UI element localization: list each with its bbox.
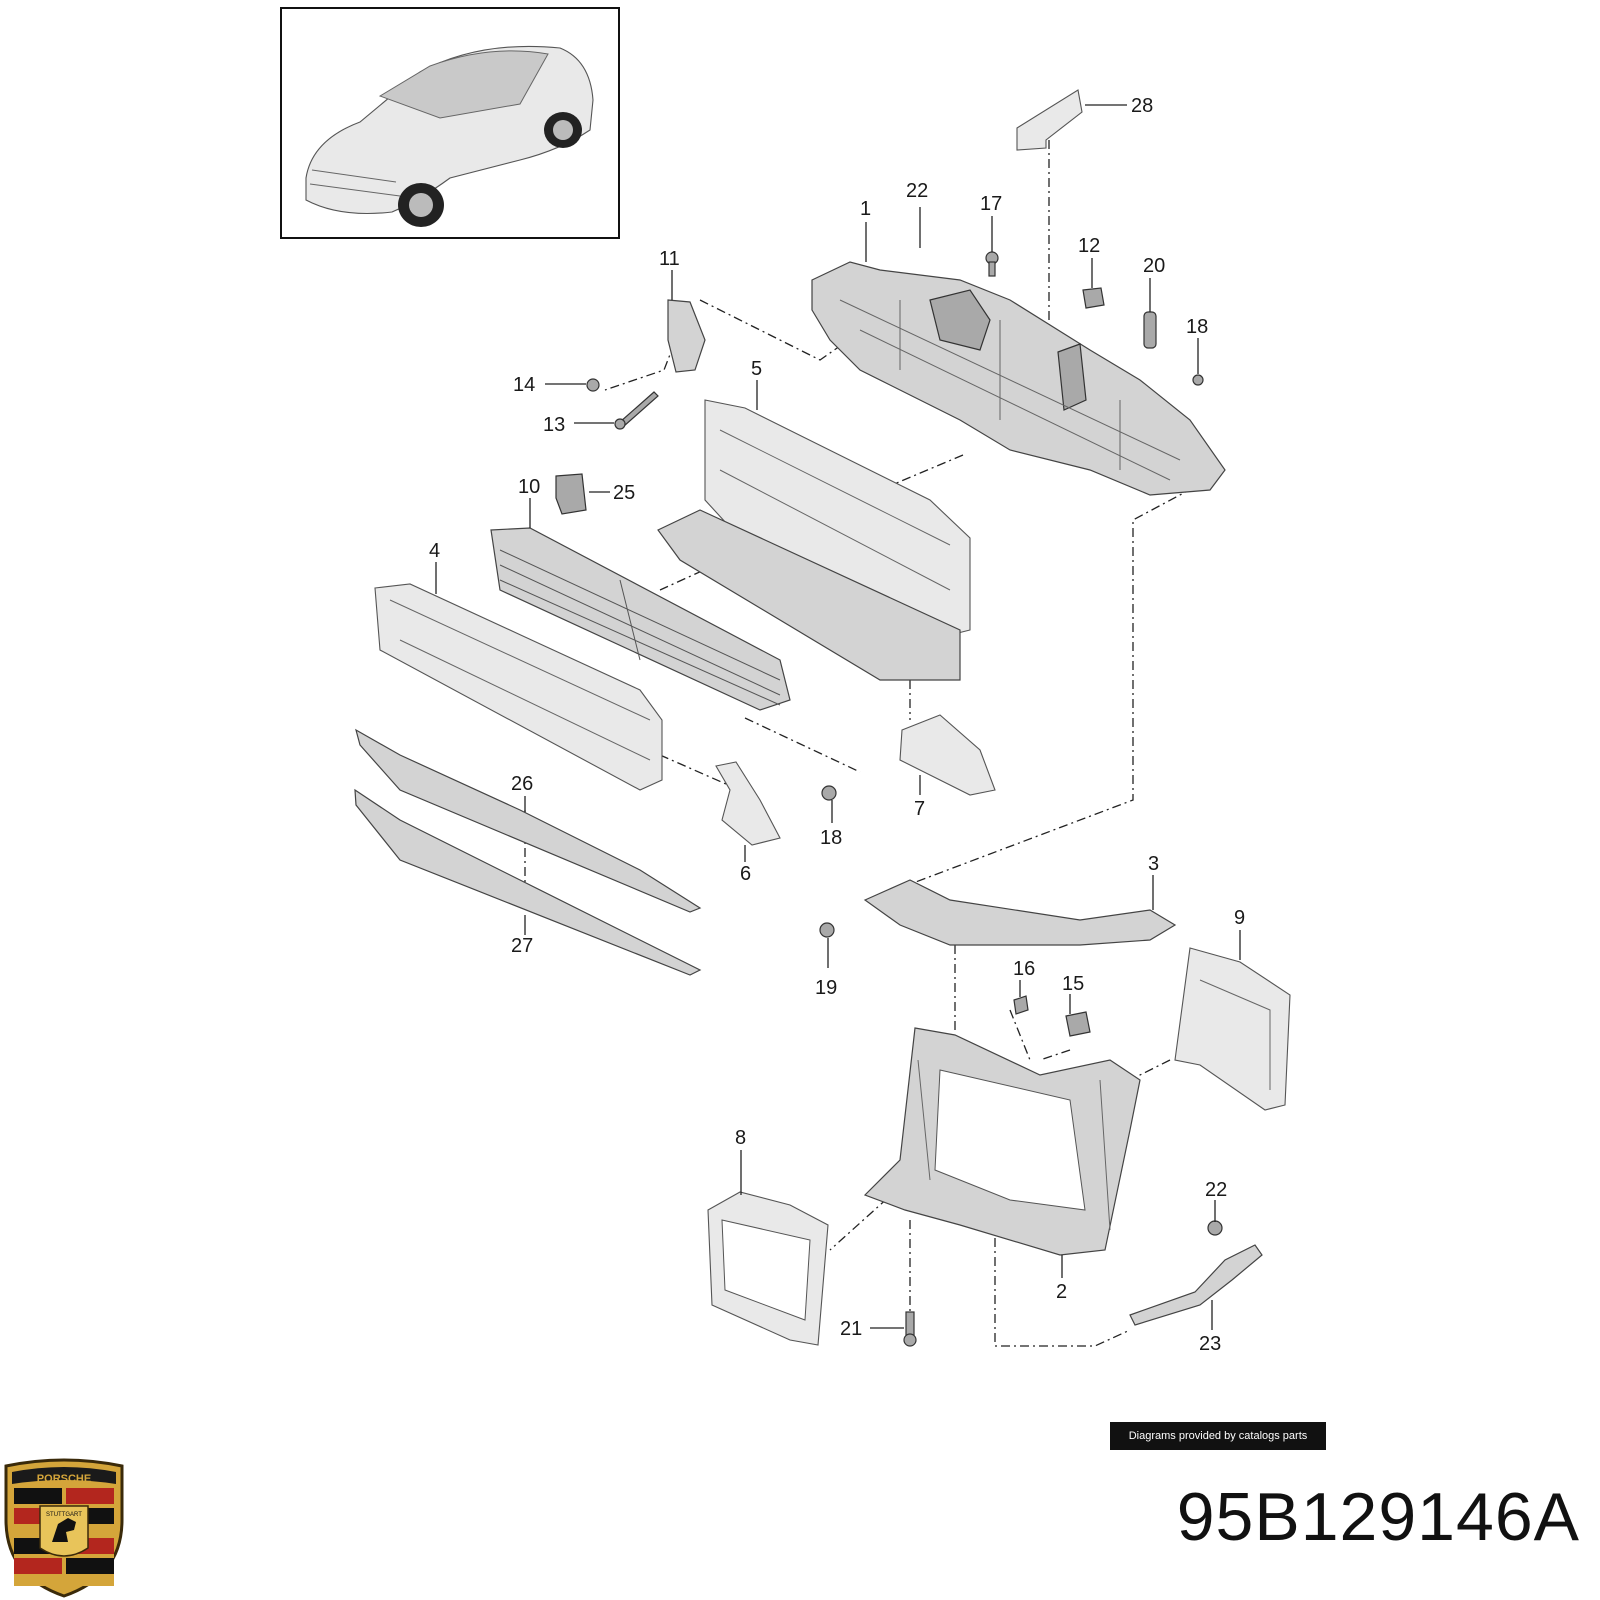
callout-20: 20 [1143,255,1165,277]
part-2-lock-carrier [863,1027,1141,1256]
part-3-bracket [863,879,1177,946]
leader-lines [435,104,1241,1330]
callout-16: 16 [1013,958,1035,980]
part-7-air-duct [899,714,996,796]
callout-26: 26 [511,773,533,795]
callout-13: 13 [543,414,565,436]
callout-9: 9 [1234,907,1245,929]
callout-11: 11 [659,248,680,270]
fasteners [586,251,1223,1347]
callout-7: 7 [914,798,925,820]
part-9-air-guide [1174,947,1291,1111]
part-25-sensor [555,473,587,515]
callout-23: 23 [1199,1333,1221,1355]
part-5-air-guide [657,399,971,681]
logo-wordmark: PORSCHE [37,1473,91,1485]
callout-18: 18 [1186,316,1208,338]
callout-labels: 28 1 22 17 12 20 18 11 14 13 5 10 25 4 2… [429,95,1245,1355]
vehicle-thumbnail [280,7,620,239]
part-28-bracket [1016,89,1083,151]
callout-15: 15 [1062,973,1084,995]
callout-4: 4 [429,540,440,562]
part-4-frame [374,583,663,791]
callout-21: 21 [840,1318,862,1340]
callout-5: 5 [751,358,762,380]
credit-badge: Diagrams provided by catalogs parts [1110,1422,1326,1450]
callout-25: 25 [613,482,635,504]
callout-22: 22 [906,180,928,202]
callout-27: 27 [511,935,533,957]
part-8-air-guide [707,1191,829,1346]
part-26-trim [355,728,702,913]
porsche-crest-logo: PORSCHE STUTTGART [4,1458,124,1598]
callout-2: 2 [1056,1281,1067,1303]
callout-1: 1 [860,198,871,220]
callout-10: 10 [518,476,540,498]
callout-12: 12 [1078,235,1100,257]
part-11-bracket [667,299,706,373]
part-10-shutter [490,527,791,711]
callout-28: 28 [1131,95,1153,117]
callout-3: 3 [1148,853,1159,875]
callout-14: 14 [513,374,535,396]
part-1-lock-carrier-upper [811,261,1226,496]
callout-17: 17 [980,193,1002,215]
callout-18: 18 [820,827,842,849]
part-6-air-duct [715,761,781,846]
callout-22: 22 [1205,1179,1227,1201]
part-23-bracket [1129,1244,1263,1326]
part-27-trim [354,788,702,976]
callout-6: 6 [740,863,751,885]
callout-8: 8 [735,1127,746,1149]
logo-city: STUTTGART [46,1512,82,1518]
callout-19: 19 [815,977,837,999]
part-number: 95B129146A [1176,1479,1580,1555]
